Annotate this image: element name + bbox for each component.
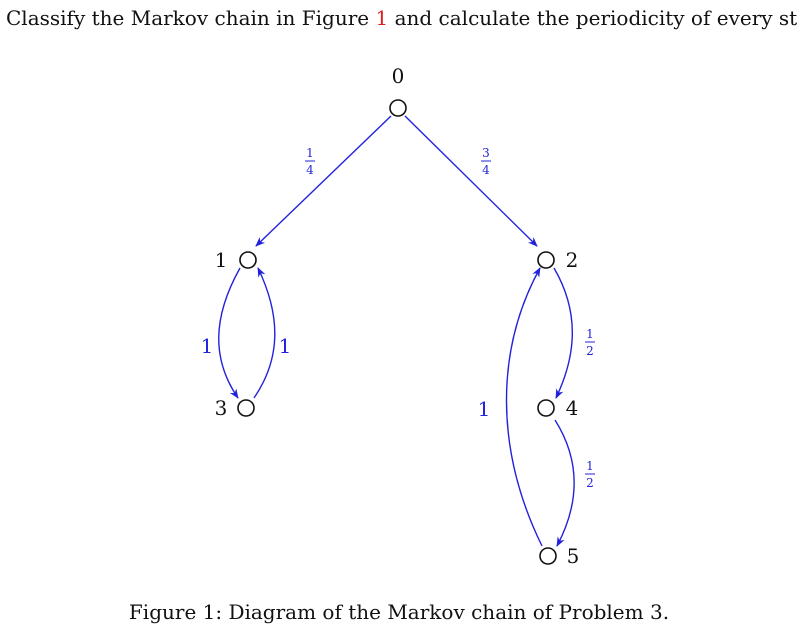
edge-3-1 bbox=[253, 267, 276, 399]
edge-label-2-4: 1 2 bbox=[585, 327, 595, 358]
edge-5-2 bbox=[505, 267, 543, 547]
state-2[interactable]: 2 bbox=[537, 248, 579, 272]
svg-text:5: 5 bbox=[567, 544, 580, 568]
edge-label-0-1: 1 4 bbox=[305, 146, 315, 177]
edge-label-4-5: 1 2 bbox=[585, 459, 595, 490]
edge-label-0-2: 3 4 bbox=[481, 146, 491, 177]
edges bbox=[218, 115, 575, 547]
svg-text:4: 4 bbox=[306, 163, 314, 177]
edge-labels: 1 4 3 4 1 1 1 2 1 2 1 bbox=[201, 146, 595, 490]
figure-caption: Figure 1: Diagram of the Markov chain of… bbox=[128, 600, 670, 624]
svg-text:1: 1 bbox=[586, 327, 594, 341]
state-0[interactable]: 0 bbox=[389, 64, 407, 117]
svg-text:2: 2 bbox=[566, 248, 579, 272]
svg-text:1: 1 bbox=[306, 146, 314, 160]
state-3[interactable]: 3 bbox=[215, 396, 255, 420]
edge-label-1-3: 1 bbox=[201, 334, 214, 358]
state-4[interactable]: 4 bbox=[537, 396, 579, 420]
svg-text:2: 2 bbox=[586, 344, 594, 358]
edge-4-5 bbox=[554, 419, 575, 547]
edge-label-5-2: 1 bbox=[478, 397, 491, 421]
question-text-before: Classify the Markov chain in Figure bbox=[6, 6, 376, 30]
svg-text:1: 1 bbox=[215, 248, 228, 272]
svg-text:3: 3 bbox=[215, 396, 228, 420]
edge-2-4 bbox=[553, 267, 573, 399]
edge-label-3-1: 1 bbox=[279, 334, 292, 358]
svg-text:4: 4 bbox=[482, 163, 490, 177]
problem-statement: Classify the Markov chain in Figure 1 an… bbox=[6, 6, 798, 30]
edge-0-1 bbox=[255, 115, 392, 247]
figure-reference-link[interactable]: 1 bbox=[375, 6, 389, 30]
svg-text:2: 2 bbox=[586, 476, 594, 490]
state-5[interactable]: 5 bbox=[539, 544, 580, 568]
edge-0-2 bbox=[404, 115, 538, 247]
svg-text:1: 1 bbox=[586, 459, 594, 473]
edge-1-3 bbox=[218, 267, 241, 399]
question-text-after: and calculate the periodicity of every s… bbox=[388, 6, 798, 30]
svg-text:0: 0 bbox=[392, 64, 405, 88]
svg-text:4: 4 bbox=[566, 396, 579, 420]
state-1[interactable]: 1 bbox=[215, 248, 257, 272]
nodes: 0 1 2 3 4 5 bbox=[215, 64, 580, 568]
svg-text:3: 3 bbox=[482, 146, 490, 160]
